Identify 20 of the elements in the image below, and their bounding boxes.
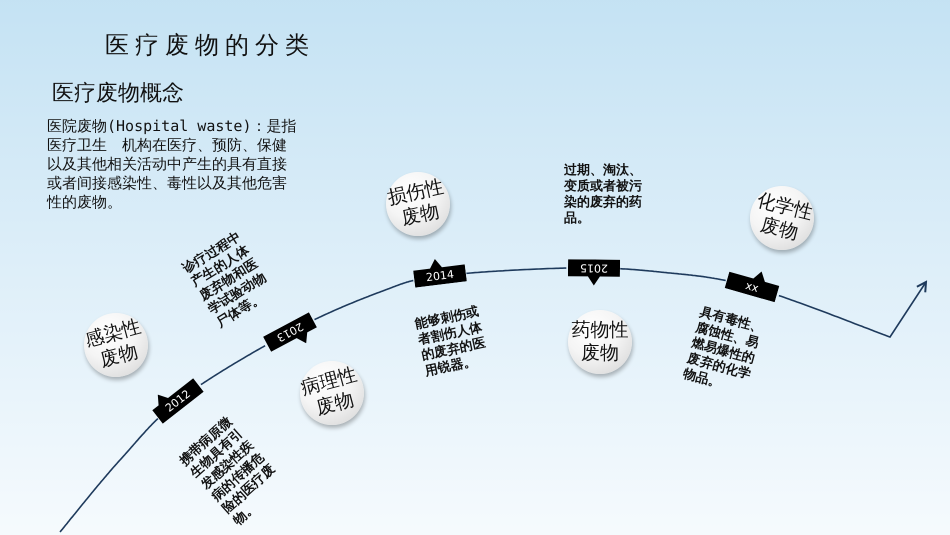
description-text: 诊疗过程中产生的人体废弃物和医学试验动物尸体等。	[180, 228, 270, 332]
description-text: 携带病原微生物具有引发感染性疾病的传播危险的医疗废物。	[176, 413, 280, 530]
timeline-line	[200, 345, 266, 386]
title: 医疗废物的分类	[105, 30, 315, 60]
category-circle: 病理性废物	[300, 361, 364, 425]
description-text: 具有毒性、腐蚀性、易燃易爆性的废弃的化学物品。	[681, 304, 766, 394]
description-text: 能够刺伤或者割伤人体的废弃的医用锐器。	[414, 304, 488, 380]
timeline-line	[59, 418, 158, 533]
timeline-arrow	[778, 281, 927, 338]
category-circle: 损伤性废物	[386, 172, 450, 236]
description-text: 过期、淘汰、变质或者被污染的废弃的药品。	[564, 163, 643, 227]
definition-text: 医院废物(Hospital waste)：是指医疗卫生 机构在医疗、预防、保健以及其他相关活动中产生的具有直接或者间接感染性、毒性以及其他危害性的废物。	[47, 117, 298, 212]
year-tag: 2015	[568, 259, 620, 286]
timeline-line	[620, 268, 726, 282]
category-circle: 化学性废物	[750, 186, 814, 250]
category-circle: 药物性废物	[568, 310, 632, 374]
timeline-line	[314, 280, 414, 320]
category-circle: 感染性废物	[84, 313, 148, 377]
timeline-line	[466, 267, 566, 274]
section-heading: 医疗废物概念	[52, 80, 184, 108]
